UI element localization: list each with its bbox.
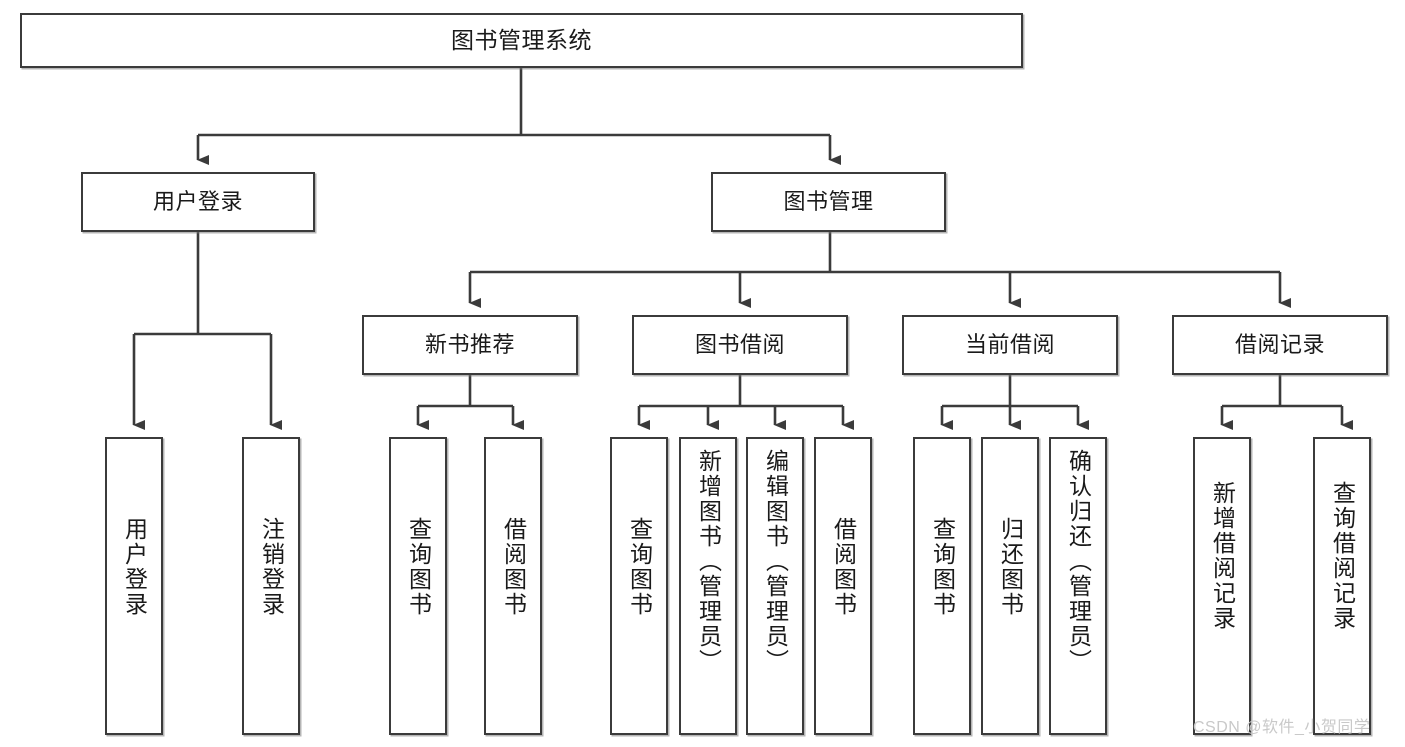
node-label: 新书推荐: [424, 331, 515, 357]
node-root-book-management-system[interactable]: 图书管理系统: [20, 13, 1023, 68]
leaf-query-book-new-rec[interactable]: 查询图书: [389, 437, 447, 735]
node-label: 借阅图书: [500, 517, 527, 617]
node-book-management[interactable]: 图书管理: [711, 172, 946, 232]
node-label: 当前借阅: [964, 331, 1055, 357]
leaf-borrow-book[interactable]: 借阅图书: [814, 437, 872, 735]
node-current-borrowing[interactable]: 当前借阅: [902, 315, 1118, 375]
node-label: 用户登录: [121, 517, 148, 617]
leaf-add-book-admin[interactable]: 新增图书（管理员）: [679, 437, 737, 735]
node-label: 图书借阅: [694, 331, 785, 357]
node-label: 查询图书: [929, 517, 956, 617]
node-label: 新增借阅记录: [1209, 481, 1236, 631]
leaf-logout-login[interactable]: 注销登录: [242, 437, 300, 735]
node-label: 新增图书（管理员）: [695, 449, 722, 674]
leaf-confirm-return-admin[interactable]: 确认归还（管理员）: [1049, 437, 1107, 735]
node-borrowing-record[interactable]: 借阅记录: [1172, 315, 1388, 375]
leaf-edit-book-admin[interactable]: 编辑图书（管理员）: [746, 437, 804, 735]
node-label: 图书管理系统: [451, 26, 592, 53]
node-label: 查询图书: [626, 517, 653, 617]
node-label: 借阅记录: [1234, 331, 1325, 357]
node-label: 借阅图书: [830, 517, 857, 617]
node-book-borrowing[interactable]: 图书借阅: [632, 315, 848, 375]
node-label: 编辑图书（管理员）: [762, 449, 789, 674]
node-user-login[interactable]: 用户登录: [81, 172, 315, 232]
leaf-borrow-book-new-rec[interactable]: 借阅图书: [484, 437, 542, 735]
leaf-query-book-current[interactable]: 查询图书: [913, 437, 971, 735]
leaf-add-borrow-record[interactable]: 新增借阅记录: [1193, 437, 1251, 735]
node-new-book-recommendation[interactable]: 新书推荐: [362, 315, 578, 375]
node-label: 查询借阅记录: [1329, 481, 1356, 631]
node-label: 图书管理: [783, 188, 874, 214]
node-label: 注销登录: [258, 517, 285, 617]
leaf-return-book[interactable]: 归还图书: [981, 437, 1039, 735]
leaf-user-login[interactable]: 用户登录: [105, 437, 163, 735]
node-label: 用户登录: [152, 188, 243, 214]
leaf-query-book-borrow[interactable]: 查询图书: [610, 437, 668, 735]
leaf-query-borrow-record[interactable]: 查询借阅记录: [1313, 437, 1371, 735]
node-label: 归还图书: [997, 517, 1024, 617]
node-label: 查询图书: [405, 517, 432, 617]
node-label: 确认归还（管理员）: [1065, 449, 1092, 674]
